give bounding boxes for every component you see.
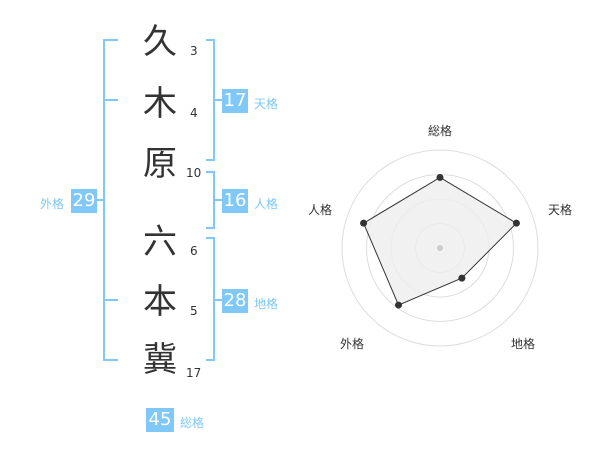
- char-4: 六: [143, 222, 177, 262]
- radar-label-gaikaku: 外格: [340, 337, 365, 351]
- stroke-3: 10: [186, 166, 202, 180]
- tenkaku-label: 天格: [254, 97, 279, 111]
- char-5: 本: [143, 282, 177, 322]
- radar-polygon: [362, 176, 518, 306]
- radar-ring: [341, 149, 539, 347]
- char-1: 久: [143, 22, 177, 62]
- jinkaku-label: 人格: [254, 197, 279, 211]
- radar-point-4: [360, 219, 368, 227]
- radar-point-0: [436, 173, 444, 181]
- gaikaku-label: 外格: [40, 197, 65, 211]
- radar-label-tenkaku: 天格: [548, 203, 573, 217]
- stroke-5: 5: [190, 304, 198, 318]
- radar-point-1: [512, 219, 520, 227]
- radar-label-jinkaku: 人格: [308, 203, 333, 217]
- stroke-1: 3: [190, 44, 198, 58]
- jinkaku-value: 16: [222, 189, 248, 213]
- stroke-4: 6: [190, 244, 198, 258]
- chikaku-value: 28: [222, 289, 248, 313]
- char-2: 木: [143, 84, 177, 124]
- chikaku-label: 地格: [254, 297, 279, 311]
- radar-center: [437, 245, 443, 251]
- radar-label-chikaku: 地格: [511, 337, 536, 351]
- stroke-6: 17: [186, 366, 202, 380]
- stroke-2: 4: [190, 106, 198, 120]
- char-6: 冀: [143, 340, 177, 380]
- radar-point-3: [395, 301, 403, 309]
- soukaku-value: 45: [146, 408, 174, 432]
- char-3: 原: [143, 144, 177, 184]
- radar-label-soukaku: 総格: [428, 124, 453, 138]
- radar-point-2: [458, 274, 466, 282]
- soukaku-label: 総格: [180, 416, 205, 430]
- gaikaku-value: 29: [71, 189, 97, 213]
- tenkaku-value: 17: [222, 89, 248, 113]
